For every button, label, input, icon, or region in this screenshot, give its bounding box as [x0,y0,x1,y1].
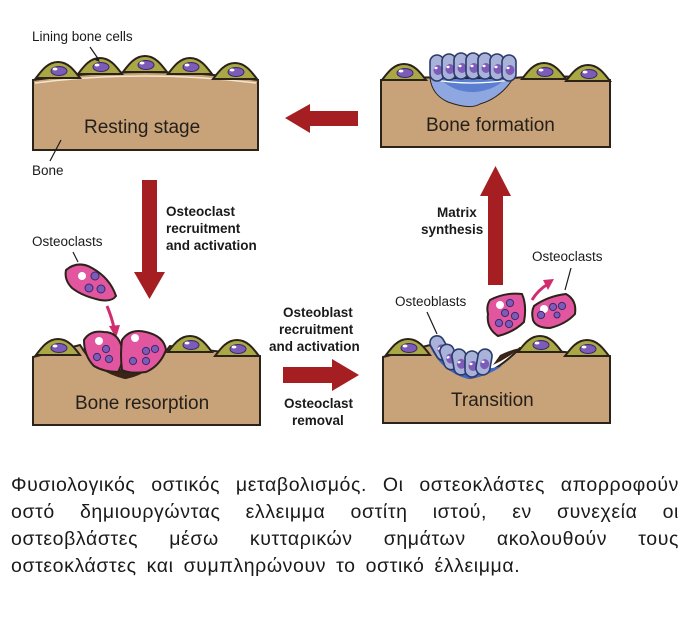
arrow-label-osteoblast-recruitment-3: and activation [269,339,360,354]
resorption-pit-remaining [493,348,520,365]
arrow-label-osteoclast-recruitment-3: and activation [166,238,257,253]
panel-bone-resorption: Osteoclasts [32,234,261,426]
osteoblasts-row [429,52,517,82]
arrow-label-matrix: Matrix [437,205,477,220]
arrow-label-osteoblast-recruitment-2: recruitment [279,322,354,337]
arrow-label-osteoblast-recruitment-1: Osteoblast [283,305,353,320]
osteoclasts-attached [82,330,168,374]
panel-bone-formation: Bone formation [380,52,611,148]
figure-caption: Φυσιολογικός οστικός μεταβολισμός. Οι οσ… [11,473,679,577]
osteoclasts-leaving [486,292,577,338]
label-lining-bone-cells: Lining bone cells [32,29,133,44]
label-osteoblasts: Osteoblasts [395,294,467,309]
pink-arrow-up [530,282,549,301]
lining-cells [385,335,610,357]
arrow-label-osteoclast-removal-2: removal [292,413,344,428]
pink-arrow-down [105,305,116,329]
panel-transition: Osteoblasts Osteoclasts [382,249,611,424]
osteoclast-floating [64,263,118,302]
pointer-bone [49,139,62,162]
arrow-resting-to-resorption [134,180,165,299]
stage-label-formation: Bone formation [426,115,555,136]
arrow-label-osteoclast-recruitment-1: Osteoclast [166,204,236,219]
stage-label-resorption: Bone resorption [75,393,209,414]
label-osteoclasts-right: Osteoclasts [532,249,603,264]
stage-label-transition: Transition [451,390,534,411]
panel-resting-stage: Resting stage Lining bone cells Bone [32,29,259,178]
arrow-resorption-to-transition [283,359,359,391]
bone-remodeling-diagram: Resting stage Lining bone cells Bone Bon… [32,29,611,428]
label-osteoclasts-left: Osteoclasts [32,234,103,249]
stage-label-resting: Resting stage [84,117,200,138]
arrow-transition-to-formation [480,166,511,285]
label-bone: Bone [32,163,64,178]
arrow-label-osteoclast-removal-1: Osteoclast [284,396,354,411]
arrow-label-synthesis: synthesis [421,222,483,237]
pointer-lining-cells [89,46,100,61]
arrow-formation-to-resting [285,104,358,133]
arrow-label-osteoclast-recruitment-2: recruitment [166,221,241,236]
bone-block [32,71,259,151]
